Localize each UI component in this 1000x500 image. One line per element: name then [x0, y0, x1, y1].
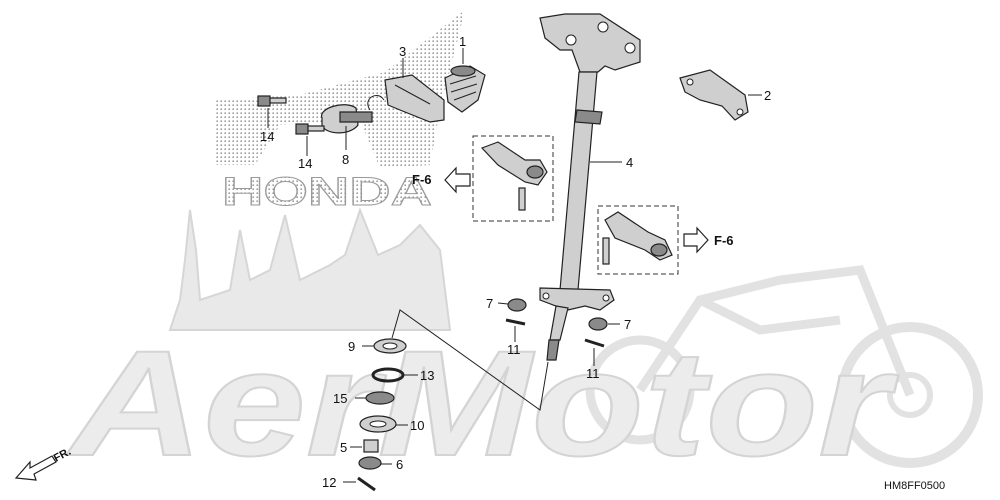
callout-11-left: 11 [507, 342, 521, 357]
lower-nut [358, 456, 382, 470]
watermark: AerMotor [64, 207, 983, 488]
callout-7-right: 7 [624, 317, 631, 332]
callout-15: 15 [333, 391, 347, 406]
nut-right [588, 317, 608, 331]
bushing-holder [679, 69, 749, 121]
direction-arrow-icon [14, 455, 57, 481]
callout-14-upper: 14 [260, 129, 274, 144]
arrow-right-icon [683, 226, 709, 254]
callout-7-left: 7 [486, 296, 493, 311]
lower-cotter-pin [357, 476, 376, 492]
shaft-guide [367, 74, 445, 123]
watermark-text: AerMotor [65, 319, 899, 487]
band-clamp [321, 104, 373, 134]
collar [363, 439, 379, 453]
bearing [359, 415, 397, 433]
ref-right: F-6 [683, 226, 734, 254]
ref-left-label: F-6 [412, 172, 432, 187]
bushing [444, 65, 486, 113]
bolt-lower [295, 123, 325, 135]
callout-12: 12 [322, 475, 336, 490]
tie-rod-end-right [597, 205, 679, 275]
oil-seal [373, 338, 407, 354]
motorcycle-watermark [585, 265, 983, 468]
honda-logo: HONDA [215, 10, 465, 215]
front-direction: FR. [14, 446, 73, 481]
callout-5: 5 [340, 440, 347, 455]
ref-right-label: F-6 [714, 233, 734, 248]
callout-4: 4 [626, 155, 633, 170]
tie-rod-end-left [472, 135, 554, 222]
callout-14-lower: 14 [298, 156, 312, 171]
arrow-left-icon [444, 166, 471, 194]
callout-11-right: 11 [586, 366, 600, 381]
ref-left: F-6 [412, 166, 471, 194]
bearing-inner [365, 391, 395, 405]
cotter-pin-left [505, 318, 526, 326]
callout-1: 1 [459, 34, 466, 49]
honda-logo-text: HONDA [222, 170, 432, 214]
callout-3: 3 [399, 44, 406, 59]
callout-8: 8 [342, 152, 349, 167]
callout-6: 6 [396, 457, 403, 472]
steering-shaft [539, 13, 641, 361]
callout-10: 10 [410, 418, 424, 433]
callout-13: 13 [420, 368, 434, 383]
callout-2: 2 [764, 88, 771, 103]
callout-9: 9 [348, 339, 355, 354]
cotter-pin-right [584, 338, 605, 348]
nut-left [507, 298, 527, 312]
bolt-upper [257, 95, 287, 107]
diagram-code: HM8FF0500 [884, 480, 945, 492]
